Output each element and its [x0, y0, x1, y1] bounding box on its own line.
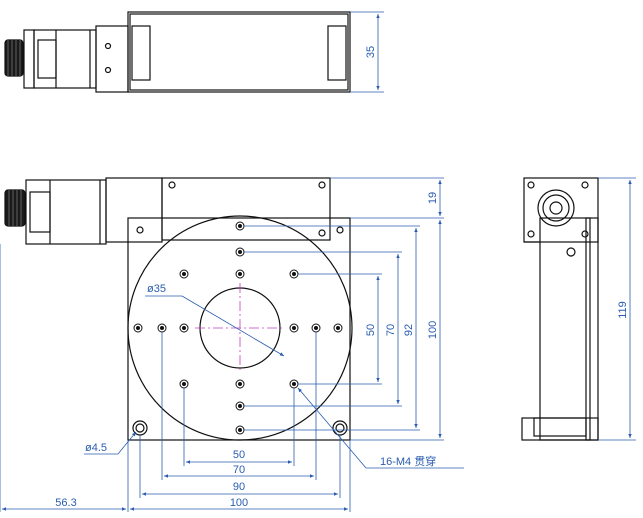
- dim-label-100-v: 100: [427, 321, 439, 339]
- dim-side-119: [598, 177, 636, 441]
- side-shaft-outer: [537, 189, 575, 227]
- dim-label-35: 35: [365, 46, 377, 58]
- center-lines: [195, 283, 285, 373]
- top-knob: [4, 39, 24, 77]
- top-stage-body: [127, 11, 351, 93]
- dim-label-56-3: 56.3: [55, 497, 76, 509]
- dims-front-horizontal: [0, 244, 351, 512]
- dim-label-70-v: 70: [385, 324, 397, 336]
- dim-top-35: [350, 11, 384, 93]
- front-view: [4, 177, 353, 441]
- top-gear-box: [95, 25, 129, 93]
- front-motor: [25, 179, 107, 245]
- dim-label-92-v: 92: [403, 324, 415, 336]
- dim-label-70-h: 70: [233, 464, 245, 476]
- top-motor-body: [33, 29, 97, 89]
- rotary-table-outer: [127, 215, 353, 441]
- corner-hole-right: [332, 420, 348, 436]
- dim-label-90-h: 90: [233, 481, 245, 493]
- dim-label-50-h: 50: [233, 449, 245, 461]
- dim-label-119: 119: [617, 301, 629, 319]
- top-motor-flange: [23, 29, 35, 89]
- side-motor-housing: [523, 177, 599, 243]
- dim-label-50-v: 50: [365, 324, 377, 336]
- front-upper-housing: [161, 177, 331, 241]
- leader-lines: [84, 295, 464, 469]
- side-view: [521, 177, 599, 441]
- dim-label-100-h: 100: [230, 497, 248, 509]
- note-corner-hole: ø4.5: [85, 442, 107, 454]
- note-thread: 16-M4 贯穿: [380, 454, 436, 468]
- side-body: [539, 217, 591, 441]
- front-gearbox: [105, 177, 163, 243]
- front-knob: [4, 189, 26, 227]
- dim-label-19: 19: [427, 192, 439, 204]
- dims-front-vertical: [244, 177, 444, 441]
- note-diameter-35: ø35: [147, 283, 166, 295]
- top-view: [4, 11, 351, 93]
